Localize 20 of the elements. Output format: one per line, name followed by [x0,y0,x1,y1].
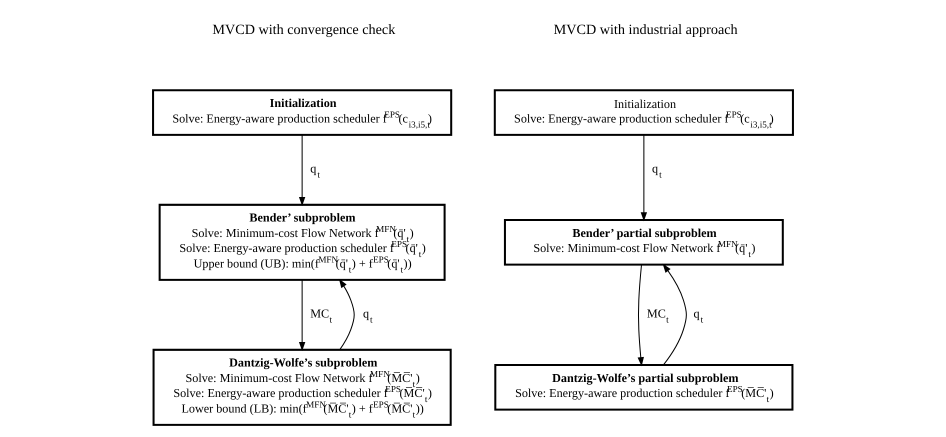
arrow [338,278,355,350]
arrow [638,264,644,366]
node-box: Dantzig-Wolfe’s subproblem Solve: Minimum-cost Flow Network f$^{MFN}$(M̅C̅'$_{t}$) Solve: Energy-aware production scheduler f$^{EPS}$(M̅C̅'$_{t}$) Lower bound (LB): min(f$^{MFN}$(M̅C̅'$_{t}$) + f$^{EPS}$(M̅C̅'$_{t}$)) [152,348,452,426]
edge-label: q$_{t}$ [652,161,662,180]
edge-label: q$_{t}$ [694,306,704,324]
node-box: Bender’ partial subproblem Solve: Minimum-cost Flow Network f$^{MFN}$(q̄'$_{t}$) [504,219,784,266]
arrow [662,264,687,366]
edge-label: MC$_{t}$ [646,306,669,324]
label: MVCD with industrial approach [554,22,738,38]
arrow [640,134,648,222]
arrow [298,134,306,206]
edge-label: q$_{t}$ [310,161,320,180]
edge-label: q$_{t}$ [362,306,373,324]
node-box: Initialization Solve: Energy-aware production scheduler f$^{EPS}$(c$_{i3,i5,t}$) [152,89,452,136]
node-box: Dantzig-Wolfe’s partial subproblem Solve: Energy-aware production scheduler f$^{EPS}$(M̅C̅'$_{t}$) [494,364,794,411]
arrow [298,280,306,352]
node-box: Bender’ subproblem Solve: Minimum-cost Flow Network f$^{MFN}$(q̄'$_{t}$) Solve: Energy-aware production scheduler f$^{EPS}$(q̄'$_{t}$) Upper bound (UB): min(f$^{MFN}$(q̄'$_{t}$) + f$^{EPS}$(q̄'$_{t}$)) [158,204,446,281]
edge-label: MC$_{t}$ [310,306,332,324]
node-box: Initialization Solve: Energy-aware production scheduler f$^{EPS}$(c$_{i3,i5,t}$) [494,89,794,136]
label: MVCD with convergence check [212,22,396,38]
